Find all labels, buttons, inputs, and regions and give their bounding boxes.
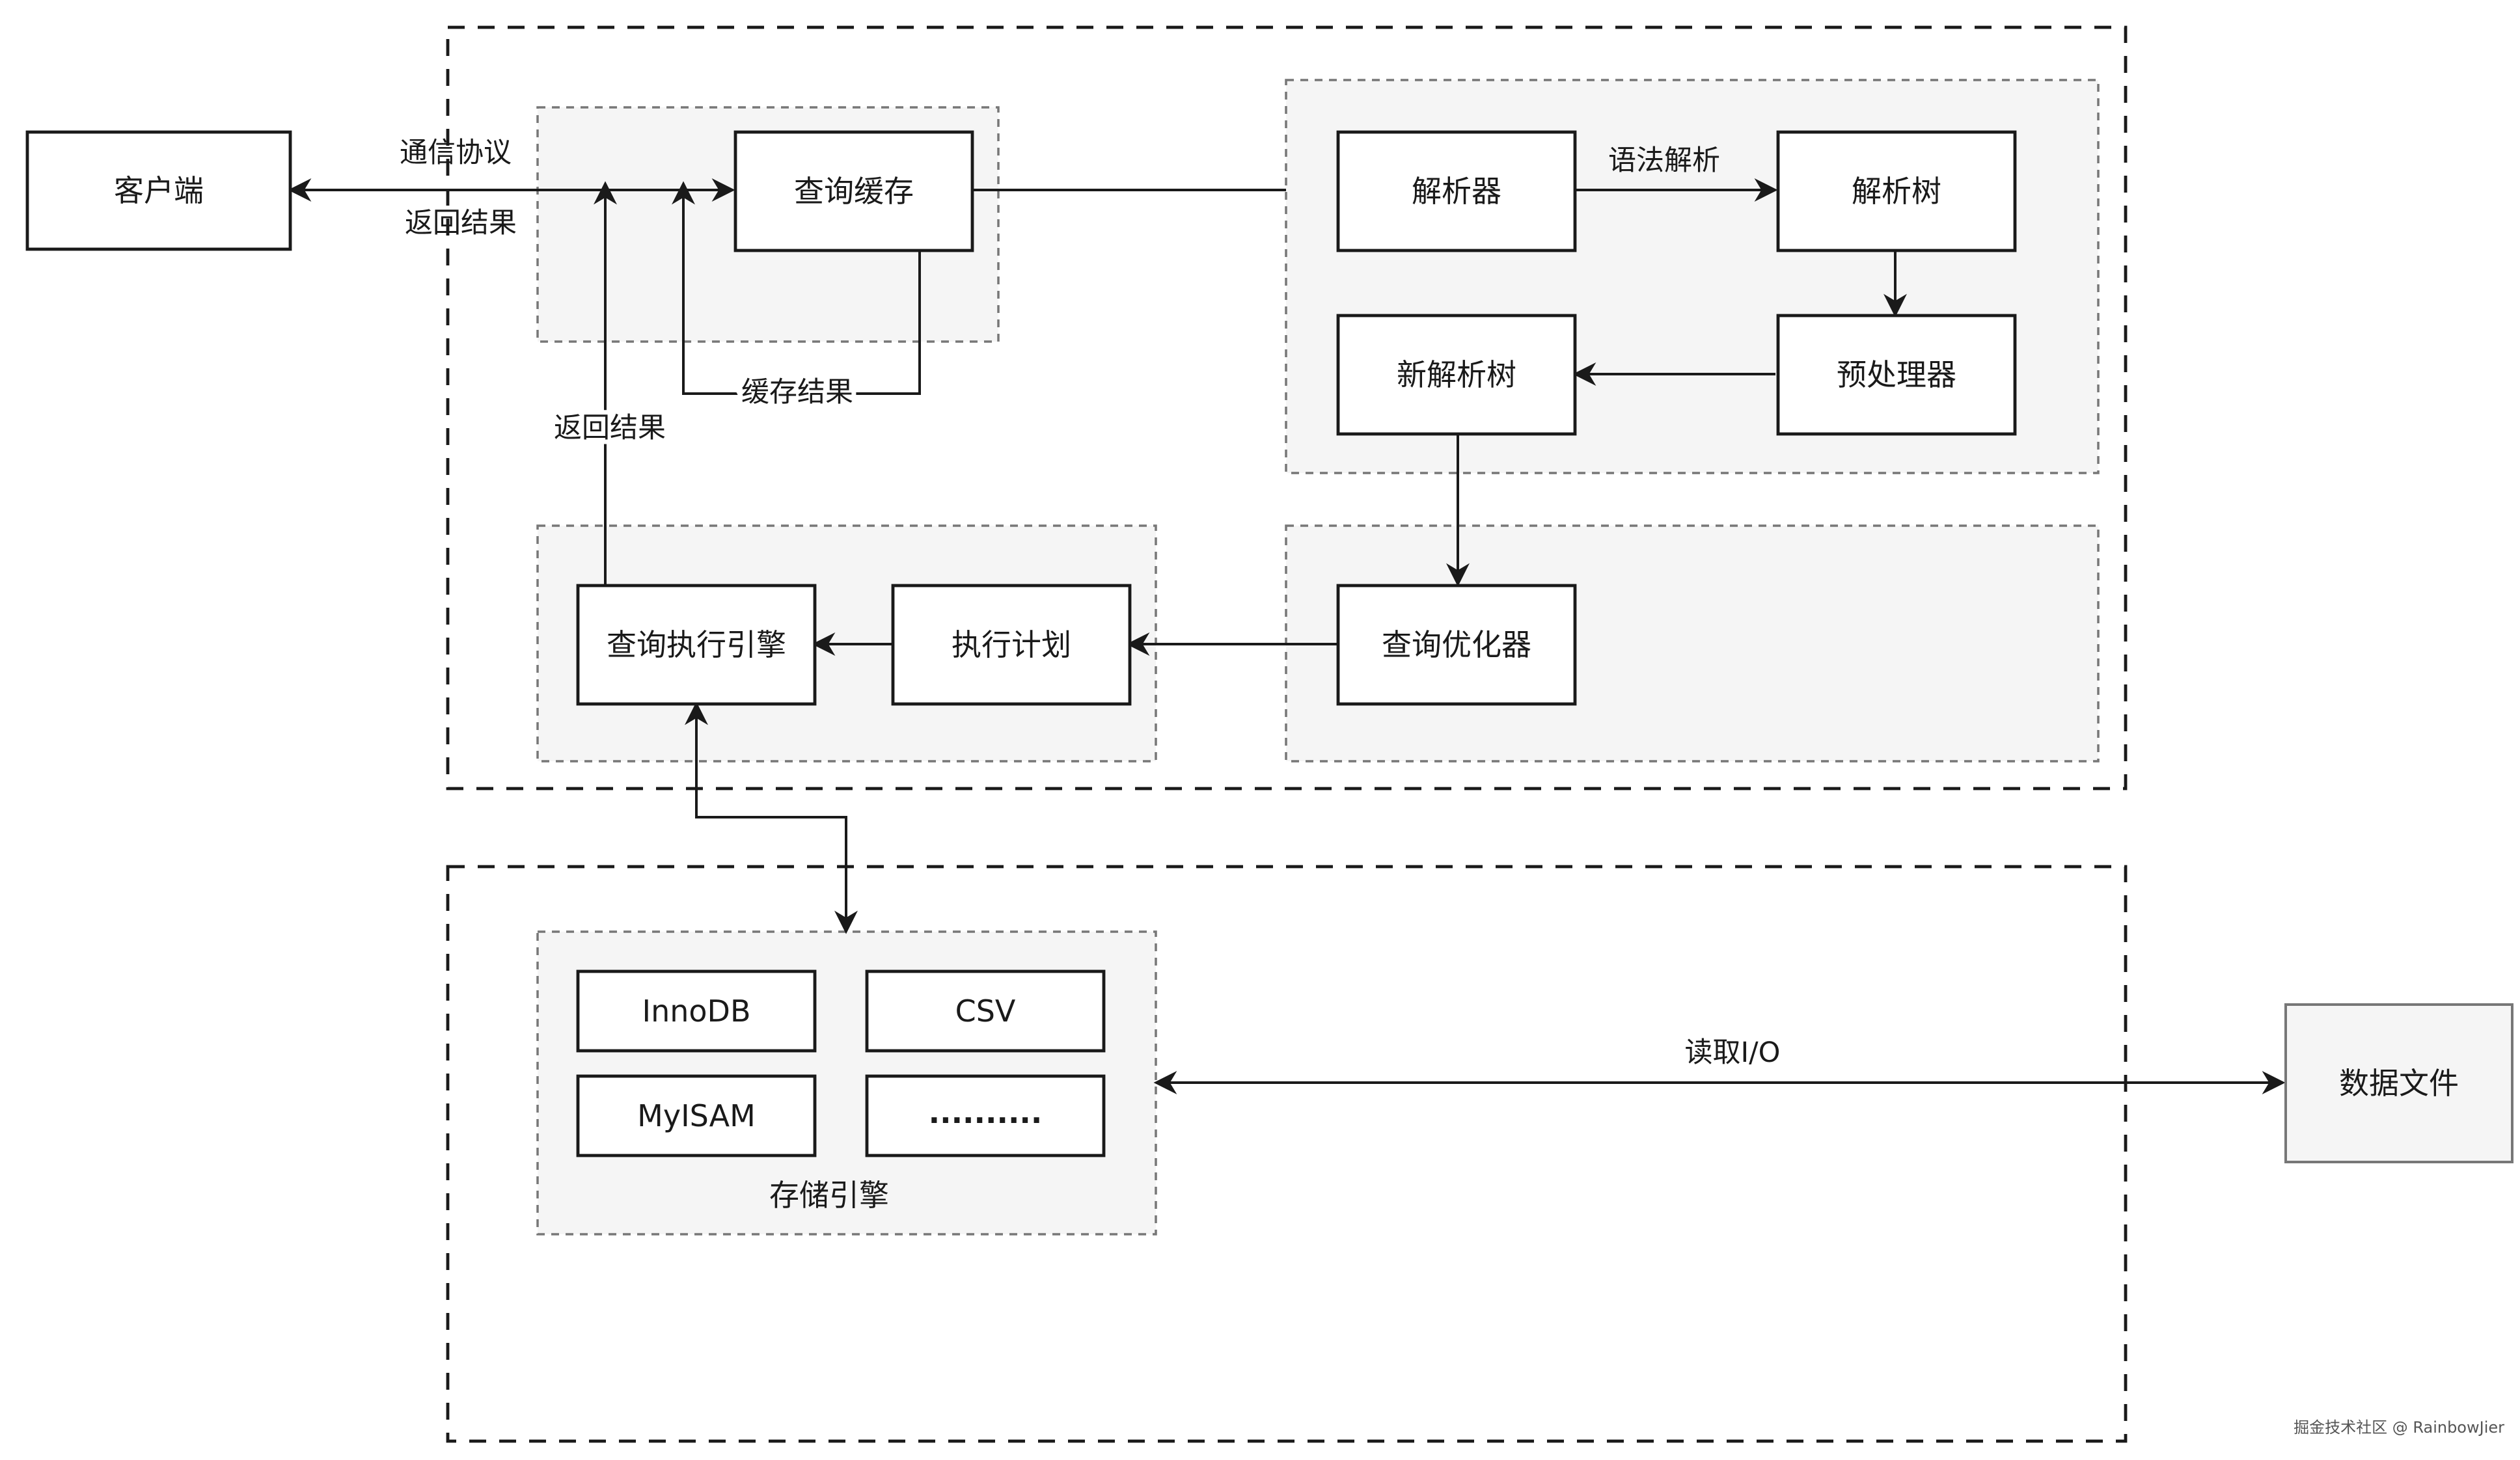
preprocessor-box bbox=[1776, 314, 2017, 436]
data-files-box bbox=[2284, 1003, 2513, 1163]
new-parse-tree-label: 新解析树 bbox=[1397, 357, 1516, 392]
cache-result-label: 缓存结果 bbox=[741, 376, 853, 409]
data-files-label: 数据文件 bbox=[2339, 1066, 2459, 1101]
read-io-label: 读取I/O bbox=[1684, 1036, 1780, 1069]
client-label: 客户端 bbox=[114, 173, 204, 208]
protocol-label: 通信协议 bbox=[400, 137, 512, 169]
query-optimizer-label: 查询优化器 bbox=[1382, 627, 1531, 662]
storage-engine-innodb-box bbox=[576, 969, 817, 1053]
query-cache-box bbox=[733, 130, 974, 252]
query-execution-engine-box bbox=[576, 584, 817, 706]
cache-result-connector bbox=[672, 181, 921, 395]
storage-engine-innodb-label: InnoDB bbox=[642, 994, 751, 1029]
server-layer-container bbox=[446, 25, 2128, 791]
parser-label: 解析器 bbox=[1412, 174, 1501, 209]
parser-box bbox=[1336, 130, 1577, 252]
storage-engine-myisam-label: MyISAM bbox=[637, 1098, 756, 1133]
query-optimizer-box bbox=[1336, 584, 1577, 706]
storage-engine-csv-box bbox=[865, 969, 1106, 1053]
return-result-engine-label: 返回结果 bbox=[554, 412, 666, 444]
client-box bbox=[25, 130, 292, 251]
execution-plan-label: 执行计划 bbox=[952, 627, 1071, 662]
storage-engine-more-box bbox=[865, 1074, 1106, 1157]
preprocessor-label: 预处理器 bbox=[1837, 357, 1956, 392]
storage-engine-more-label: .......... bbox=[929, 1095, 1043, 1130]
engine-storage-connector bbox=[685, 701, 858, 934]
storage-engine-csv-label: CSV bbox=[955, 994, 1016, 1029]
storage-layer-container bbox=[446, 865, 2128, 1443]
storage-engine-myisam-box bbox=[576, 1074, 817, 1157]
watermark: 掘金技术社区 @ RainbowJier bbox=[2294, 1418, 2504, 1437]
return-result-top-label: 返回结果 bbox=[405, 207, 517, 239]
execution-plan-box bbox=[891, 584, 1132, 706]
parse-tree-box bbox=[1776, 130, 2017, 252]
parse-tree-label: 解析树 bbox=[1852, 174, 1941, 209]
syntax-parsing-label: 语法解析 bbox=[1608, 144, 1720, 177]
storage-engine-title: 存储引擎 bbox=[769, 1178, 889, 1213]
query-cache-label: 查询缓存 bbox=[794, 174, 914, 209]
query-execution-engine-label: 查询执行引擎 bbox=[607, 627, 786, 662]
new-parse-tree-box bbox=[1336, 314, 1577, 436]
